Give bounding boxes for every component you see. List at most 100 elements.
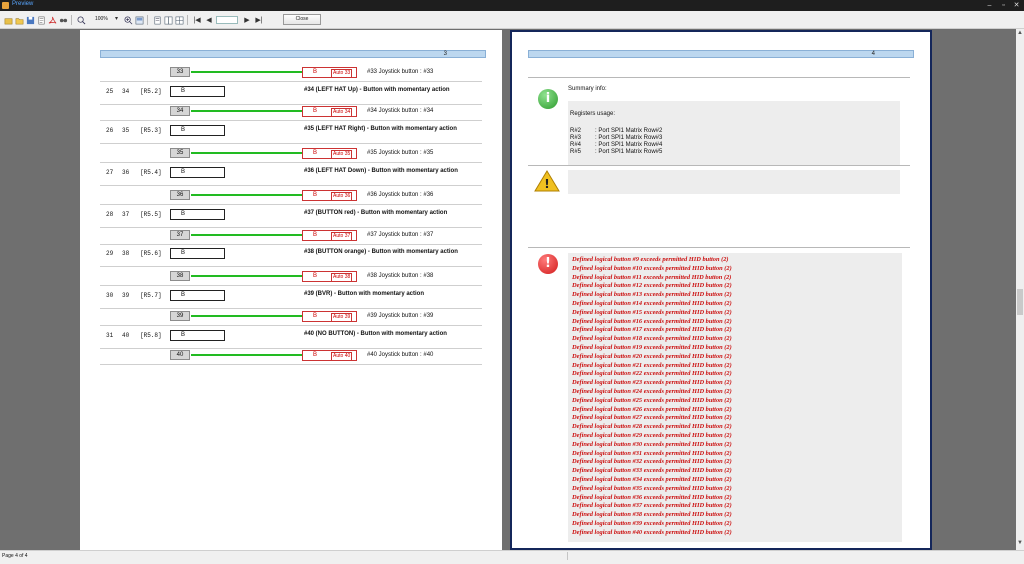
page-header-strip: 3 (100, 50, 486, 58)
next-page-icon[interactable]: ▶ (244, 17, 250, 24)
close-button[interactable]: Close (283, 14, 321, 25)
button-type-field[interactable]: B (170, 330, 225, 341)
joystick-button-label: #36 Joystick button : #36 (367, 192, 434, 198)
mapping-line (191, 275, 302, 277)
error-message: Defined logical button #20 exceeds permi… (572, 352, 732, 360)
button-index: 40 (122, 332, 130, 339)
restore-button[interactable]: ▫ (1002, 2, 1005, 9)
logical-button-number[interactable]: 36 (170, 190, 190, 200)
button-description: #39 (BVR) - Button with momentary action (304, 291, 425, 297)
auto-label: Auto (333, 193, 344, 199)
error-message: Defined logical button #34 exceeds permi… (572, 475, 732, 483)
row-divider (100, 143, 482, 144)
register-position: [R5.5] (140, 211, 162, 218)
error-message: Defined logical button #33 exceeds permi… (572, 467, 732, 475)
registers-label: Registers usage: (570, 111, 616, 117)
logical-button-number[interactable]: 37 (170, 230, 190, 240)
joystick-button-label: #33 Joystick button : #33 (367, 69, 434, 75)
button-type-field[interactable]: B (170, 86, 225, 97)
assign-type: B (313, 150, 318, 156)
hid-button-assignment[interactable]: B Auto 39 (302, 311, 357, 322)
row-index: 29 (106, 250, 114, 257)
joystick-button-label: #37 Joystick button : #37 (367, 232, 434, 238)
row-divider (100, 308, 482, 309)
scroll-thumb[interactable] (1017, 289, 1023, 315)
warning-box (568, 170, 900, 194)
assign-type: B (313, 108, 318, 114)
status-bar: Page 4 of 4 (0, 550, 1024, 564)
summary-label: Summary info: (568, 86, 607, 92)
save-icon[interactable] (25, 15, 35, 25)
error-message: Defined logical button #23 exceeds permi… (572, 379, 732, 387)
logical-button-number[interactable]: 38 (170, 271, 190, 281)
auto-number: 40 (344, 353, 351, 359)
button-description: #36 (LEFT HAT Down) - Button with moment… (304, 168, 458, 174)
last-page-icon[interactable]: ▶| (255, 17, 263, 24)
close-window-button[interactable]: ✕ (1013, 2, 1020, 9)
hid-button-assignment[interactable]: B Auto 34 (302, 106, 357, 117)
error-message: Defined logical button #38 exceeds permi… (572, 511, 732, 519)
open-icon[interactable] (3, 15, 13, 25)
zoom-icon[interactable] (76, 15, 86, 25)
logical-button-number[interactable]: 35 (170, 148, 190, 158)
vertical-scrollbar[interactable]: ▲ ▼ (1016, 29, 1024, 550)
register-id: R#4 (570, 142, 582, 148)
auto-label: Auto (333, 109, 344, 115)
zoom-in-icon[interactable] (123, 15, 133, 25)
app-icon (2, 2, 9, 9)
button-type-field[interactable]: B (170, 209, 225, 220)
first-page-icon[interactable]: |◀ (193, 17, 201, 24)
assign-type: B (313, 273, 318, 279)
button-type-field[interactable]: B (170, 290, 225, 301)
hid-button-assignment[interactable]: B Auto 36 (302, 190, 357, 201)
svg-text:!: ! (544, 177, 549, 191)
auto-number: 36 (344, 193, 351, 199)
scroll-up-icon[interactable]: ▲ (1017, 30, 1023, 36)
single-page-icon[interactable] (152, 15, 162, 25)
button-index: 38 (122, 250, 130, 257)
error-message: Defined logical button #39 exceeds permi… (572, 519, 732, 527)
auto-badge: Auto 35 (331, 150, 353, 159)
page-4: 4 i Summary info: Registers usage: R#2 :… (510, 30, 932, 550)
hid-button-assignment[interactable]: B Auto 40 (302, 350, 357, 361)
button-type-field[interactable]: B (170, 248, 225, 259)
assign-type: B (313, 69, 318, 75)
joystick-button-label: #34 Joystick button : #34 (367, 108, 434, 114)
error-message: Defined logical button #24 exceeds permi… (572, 387, 732, 395)
minimize-button[interactable]: – (987, 2, 992, 9)
hid-button-assignment[interactable]: B Auto 38 (302, 271, 357, 282)
scroll-down-icon[interactable]: ▼ (1017, 540, 1023, 546)
mapping-line (191, 234, 302, 236)
logical-button-number[interactable]: 34 (170, 106, 190, 116)
hid-button-assignment[interactable]: B Auto 33 (302, 67, 357, 78)
multi-page-icon[interactable] (174, 15, 184, 25)
auto-badge: Auto 40 (331, 352, 353, 361)
toolbar-separator (71, 15, 72, 25)
mapping-line (191, 110, 302, 112)
page-view-icon[interactable] (134, 15, 144, 25)
register-position: [R5.2] (140, 88, 162, 95)
folder-icon[interactable] (14, 15, 24, 25)
status-pane-divider (567, 552, 568, 560)
button-type-field[interactable]: B (170, 125, 225, 136)
page-number-input[interactable] (216, 16, 238, 24)
error-icon: ! (538, 254, 558, 274)
logical-button-number[interactable]: 33 (170, 67, 190, 77)
mapping-line (191, 354, 302, 356)
zoom-dropdown-icon[interactable]: ▾ (115, 16, 119, 22)
pdf-icon[interactable] (47, 15, 57, 25)
hid-button-assignment[interactable]: B Auto 37 (302, 230, 357, 241)
find-icon[interactable] (58, 15, 68, 25)
button-type-field[interactable]: B (170, 167, 225, 178)
logical-button-number[interactable]: 39 (170, 311, 190, 321)
zoom-level[interactable]: 100% (95, 16, 108, 22)
hid-button-assignment[interactable]: B Auto 35 (302, 148, 357, 159)
prev-page-icon[interactable]: ◀ (206, 17, 212, 24)
logical-button-number[interactable]: 40 (170, 350, 190, 360)
auto-badge: Auto 39 (331, 313, 353, 322)
button-description: #40 (NO BUTTON) - Button with momentary … (304, 331, 447, 337)
auto-label: Auto (333, 314, 344, 320)
print-preview-icon[interactable] (36, 15, 46, 25)
two-page-icon[interactable] (163, 15, 173, 25)
error-list: Defined logical button #9 exceeds permit… (572, 256, 732, 538)
